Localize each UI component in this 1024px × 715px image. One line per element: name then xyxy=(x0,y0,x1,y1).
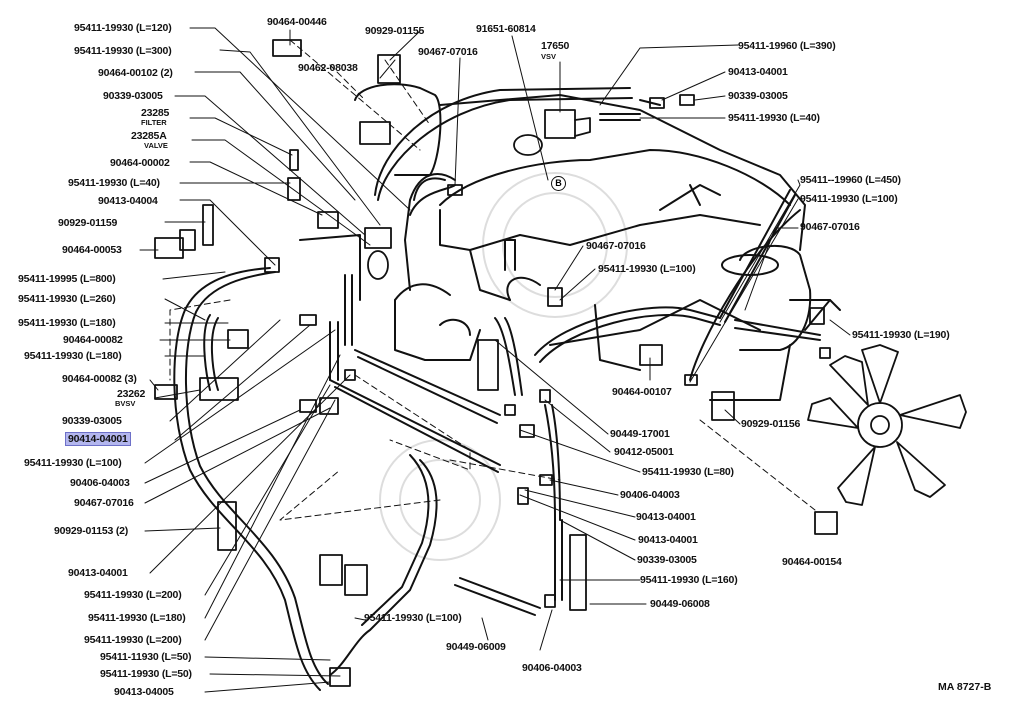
leader-lines xyxy=(139,27,851,693)
cooling-fan xyxy=(807,344,967,506)
part-label: 95411-11930 (L=50) xyxy=(100,651,192,663)
part-label: 95411-19930 (L=260) xyxy=(18,293,116,305)
part-label: 95411-19930 (L=180) xyxy=(88,612,186,624)
part-label: 95411-19930 (L=100) xyxy=(364,612,462,624)
part-label: 90467-07016 xyxy=(800,221,860,233)
part-label: 95411-19930 (L=80) xyxy=(642,466,734,478)
vacuum-hoses xyxy=(173,87,841,691)
part-label: 95411-19930 (L=100) xyxy=(800,193,898,205)
part-label: 90929-01159 xyxy=(58,217,118,229)
part-label: 90339-03005 xyxy=(103,90,163,102)
part-label: 90449-06008 xyxy=(650,598,710,610)
part-label: 90413-04001 xyxy=(638,534,698,546)
part-label: 90464-00446 xyxy=(267,16,327,28)
part-label: 90449-06009 xyxy=(446,641,506,653)
part-label: 90413-04004 xyxy=(98,195,158,207)
part-label: 90449-17001 xyxy=(610,428,670,440)
part-label: 95411--19960 (L=450) xyxy=(800,174,901,186)
part-label: 95411-19930 (L=200) xyxy=(84,589,182,601)
part-label: 23285A xyxy=(131,130,167,142)
part-label: 23262 xyxy=(117,388,146,400)
sublabel-valve: VALVE xyxy=(144,141,168,150)
part-label: 95411-19930 (L=180) xyxy=(24,350,122,362)
sublabel-vsv: VSV xyxy=(541,52,557,61)
part-label: 90467-07016 xyxy=(586,240,646,252)
part-label: 95411-19930 (L=300) xyxy=(74,45,172,57)
part-label: 90413-04001 xyxy=(728,66,788,78)
part-label: 90339-03005 xyxy=(637,554,697,566)
part-label: 90464-00107 xyxy=(612,386,672,398)
engine-block xyxy=(354,83,812,401)
part-label: 95411-19930 (L=50) xyxy=(100,668,192,680)
part-label: 90929-01156 xyxy=(741,418,801,430)
part-label: 95411-19930 (L=40) xyxy=(68,177,160,189)
part-label: 95411-19930 (L=180) xyxy=(18,317,116,329)
part-label: 90467-07016 xyxy=(418,46,478,58)
part-label: 90339-03005 xyxy=(62,415,122,427)
diagram-reference-number: MA 8727-B xyxy=(938,681,992,693)
part-label: 91651-60814 xyxy=(476,23,536,35)
part-label: 90464-00102 (2) xyxy=(98,67,173,79)
part-label: 90464-00002 xyxy=(110,157,170,169)
part-label: 90406-04003 xyxy=(70,477,130,489)
part-label: 95411-19930 (L=120) xyxy=(74,22,172,34)
sublabel-filter: FILTER xyxy=(141,118,167,127)
part-label: 95411-19930 (L=190) xyxy=(852,329,950,341)
part-label: 90412-05001 xyxy=(614,446,674,458)
part-label-highlighted: 90414-04001 xyxy=(65,432,131,446)
part-label: 90413-04005 xyxy=(114,686,174,698)
watermark-seal xyxy=(379,172,628,561)
dashed-guide-lines xyxy=(169,39,816,521)
part-label: 95411-19930 (L=100) xyxy=(24,457,122,469)
part-label: 95411-19930 (L=160) xyxy=(640,574,738,586)
part-label: 95411-19930 (L=200) xyxy=(84,634,182,646)
part-label: 90929-01155 xyxy=(365,25,425,37)
part-label: 90467-07016 xyxy=(74,497,134,509)
small-components xyxy=(154,39,838,687)
part-label: 90464-00053 xyxy=(62,244,122,256)
part-label: 95411-19960 (L=390) xyxy=(738,40,836,52)
part-label: 17650 xyxy=(541,40,570,52)
part-label: 90339-03005 xyxy=(728,90,788,102)
part-label: 23285 xyxy=(141,107,170,119)
circle-marker-b: B xyxy=(551,176,566,191)
part-label: 90464-00082 xyxy=(63,334,123,346)
part-label: 90413-04001 xyxy=(68,567,128,579)
part-label: 95411-19995 (L=800) xyxy=(18,273,116,285)
part-label: 90464-00082 (3) xyxy=(62,373,137,385)
part-label: 90413-04001 xyxy=(636,511,696,523)
part-label: 90929-01153 (2) xyxy=(54,525,129,537)
part-label: 90406-04003 xyxy=(522,662,582,674)
part-label: 95411-19930 (L=100) xyxy=(598,263,696,275)
part-label: 90464-00154 xyxy=(782,556,842,568)
part-label: 90462-08038 xyxy=(298,62,358,74)
part-label: 95411-19930 (L=40) xyxy=(728,112,820,124)
sublabel-bvsv: BVSV xyxy=(115,399,136,408)
part-label: 90406-04003 xyxy=(620,489,680,501)
